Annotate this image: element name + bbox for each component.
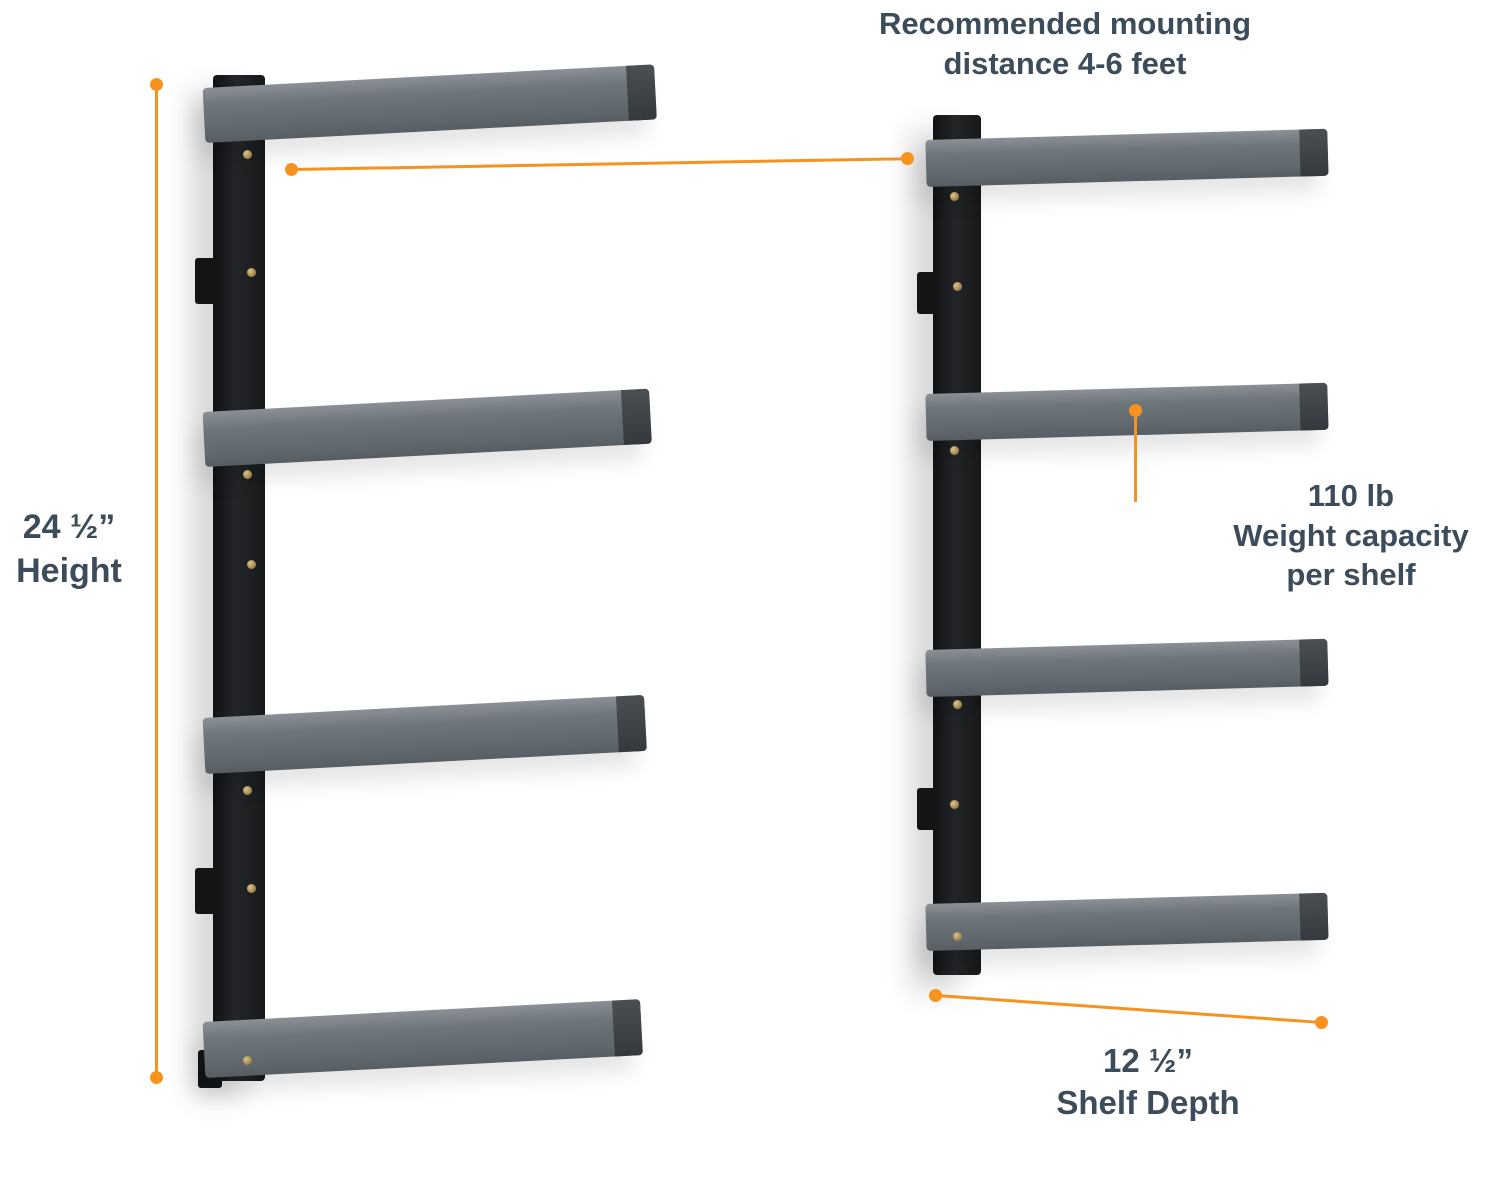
rack-shelf bbox=[925, 382, 1329, 441]
dimension-dot bbox=[929, 989, 942, 1002]
mounting-distance-line1: Recommended mounting bbox=[878, 6, 1251, 41]
rack-shelf bbox=[925, 892, 1329, 951]
mount-bracket bbox=[195, 868, 217, 914]
shelf-end-cap bbox=[1299, 128, 1329, 177]
dimension-dot bbox=[150, 1071, 163, 1084]
screw bbox=[243, 470, 252, 479]
rack-shelf bbox=[202, 388, 652, 467]
screw bbox=[243, 150, 252, 159]
screw bbox=[953, 282, 962, 291]
depth-value: 12 ½” bbox=[1103, 1042, 1193, 1079]
mounting-distance-line2: distance 4-6 feet bbox=[943, 45, 1187, 81]
screw bbox=[247, 560, 256, 569]
weight-caption-line2: per shelf bbox=[1286, 557, 1416, 593]
shelf-end-cap bbox=[625, 64, 657, 121]
screw bbox=[953, 932, 962, 941]
screw bbox=[950, 192, 959, 201]
rack-shelf bbox=[202, 64, 657, 143]
mounting-distance-label: Recommended mounting distance 4-6 feet bbox=[735, 4, 1395, 83]
screw bbox=[243, 1056, 252, 1065]
shelf-end-cap bbox=[1299, 638, 1329, 687]
height-dimension-line bbox=[155, 84, 158, 1078]
screw bbox=[950, 446, 959, 455]
rack-rail bbox=[213, 75, 265, 1081]
weight-caption-line1: Weight capacity bbox=[1233, 517, 1469, 553]
screw bbox=[950, 800, 959, 809]
shelf-end-cap bbox=[1299, 892, 1329, 941]
rack-shelf bbox=[202, 999, 643, 1078]
mount-bracket bbox=[917, 272, 937, 314]
height-label: 24 ½” Height bbox=[0, 506, 144, 593]
screw bbox=[953, 700, 962, 709]
mount-bracket bbox=[195, 258, 217, 304]
shelf-depth-label: 12 ½” Shelf Depth bbox=[998, 1040, 1298, 1124]
dimension-dot bbox=[285, 163, 298, 176]
mounting-distance-line bbox=[291, 157, 908, 171]
rack-shelf bbox=[925, 128, 1329, 187]
dimension-dot bbox=[901, 152, 914, 165]
rack-shelf bbox=[925, 638, 1329, 697]
rack-rail bbox=[933, 115, 981, 975]
dimension-dot bbox=[1315, 1016, 1328, 1029]
screw bbox=[247, 884, 256, 893]
dimension-dot bbox=[150, 78, 163, 91]
depth-caption: Shelf Depth bbox=[1056, 1084, 1240, 1122]
weight-pointer-line bbox=[1134, 410, 1137, 502]
shelf-end-cap bbox=[615, 694, 647, 753]
shelf-end-cap bbox=[611, 999, 643, 1057]
height-caption: Height bbox=[16, 551, 122, 590]
weight-value: 110 lb bbox=[1307, 478, 1395, 513]
mount-bracket bbox=[917, 788, 937, 830]
weight-capacity-label: 110 lb Weight capacity per shelf bbox=[1202, 476, 1500, 595]
depth-dimension-line bbox=[935, 994, 1324, 1025]
height-value: 24 ½” bbox=[22, 508, 116, 546]
screw bbox=[247, 268, 256, 277]
rack-shelf bbox=[202, 694, 647, 774]
shelf-end-cap bbox=[620, 388, 652, 446]
dimension-dot bbox=[1129, 404, 1142, 417]
screw bbox=[243, 786, 252, 795]
shelf-end-cap bbox=[1299, 382, 1329, 431]
